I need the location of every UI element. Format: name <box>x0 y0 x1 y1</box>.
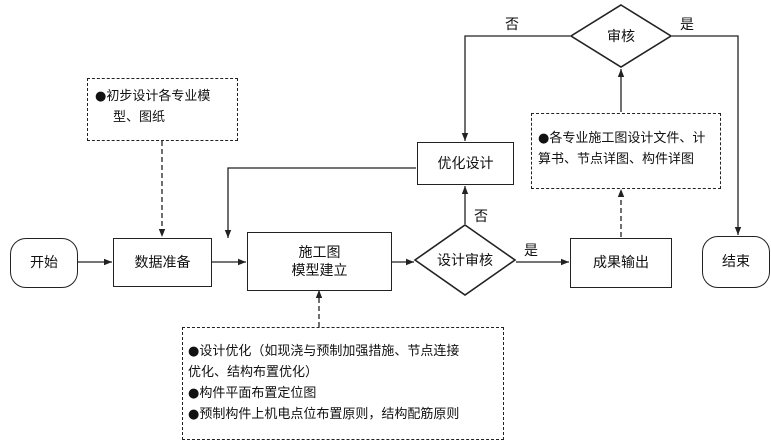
output-file-notes: ●各专业施工图设计文件、计 算书、节点详图、构件详图 <box>531 113 721 189</box>
start-label: 开始 <box>30 255 58 271</box>
start-node: 开始 <box>10 238 78 288</box>
modeling-note-line: ●设计优化（如现浇与预制加强措施、节点连接 <box>188 344 460 359</box>
arrow-optimize-to-data <box>224 167 416 238</box>
modeling-notes: ●设计优化（如现浇与预制加强措施、节点连接 优化、结构布置优化） ●构件平面布置… <box>182 327 504 440</box>
end-node: 结束 <box>702 236 770 288</box>
audit-no-label: 否 <box>505 17 519 33</box>
audit-yes-label: 是 <box>680 17 694 33</box>
model-node: 施工图 模型建立 <box>247 232 392 291</box>
input-note-line: 型、图纸 <box>113 110 166 125</box>
review-no-label: 否 <box>474 209 488 225</box>
audit-label: 审核 <box>607 29 635 45</box>
design-review-label: 设计审核 <box>437 253 493 269</box>
model-label-line1: 施工图 <box>298 244 341 261</box>
end-label: 结束 <box>722 254 750 270</box>
model-label-line2: 模型建立 <box>291 262 348 279</box>
input-notes: ●初步设计各专业模 型、图纸 <box>87 78 238 141</box>
output-label: 成果输出 <box>593 255 649 271</box>
modeling-note-line: 优化、结构布置优化） <box>188 365 319 380</box>
arrow-audit-to-end <box>672 35 742 235</box>
design-review-label-wrap: 设计审核 <box>415 248 515 272</box>
optimize-label: 优化设计 <box>437 155 494 172</box>
design-review-diamond <box>413 224 517 296</box>
audit-diamond <box>569 4 673 68</box>
data-prep-label: 数据准备 <box>134 254 191 271</box>
output-note-line: 算书、节点详图、构件详图 <box>538 152 695 167</box>
input-note-line: ●初步设计各专业模 <box>95 89 211 104</box>
arrow-audit-to-optimize <box>461 35 570 141</box>
modeling-note-line: ●预制构件上机电点位布置原则，结构配筋原则 <box>188 407 460 422</box>
optimize-node: 优化设计 <box>417 142 514 185</box>
data-prep-node: 数据准备 <box>113 238 212 287</box>
output-node: 成果输出 <box>570 238 672 288</box>
modeling-note-line: ●构件平面布置定位图 <box>188 386 317 401</box>
audit-label-wrap: 审核 <box>571 24 671 48</box>
review-yes-label: 是 <box>524 243 538 259</box>
output-note-line: ●各专业施工图设计文件、计 <box>538 131 706 146</box>
